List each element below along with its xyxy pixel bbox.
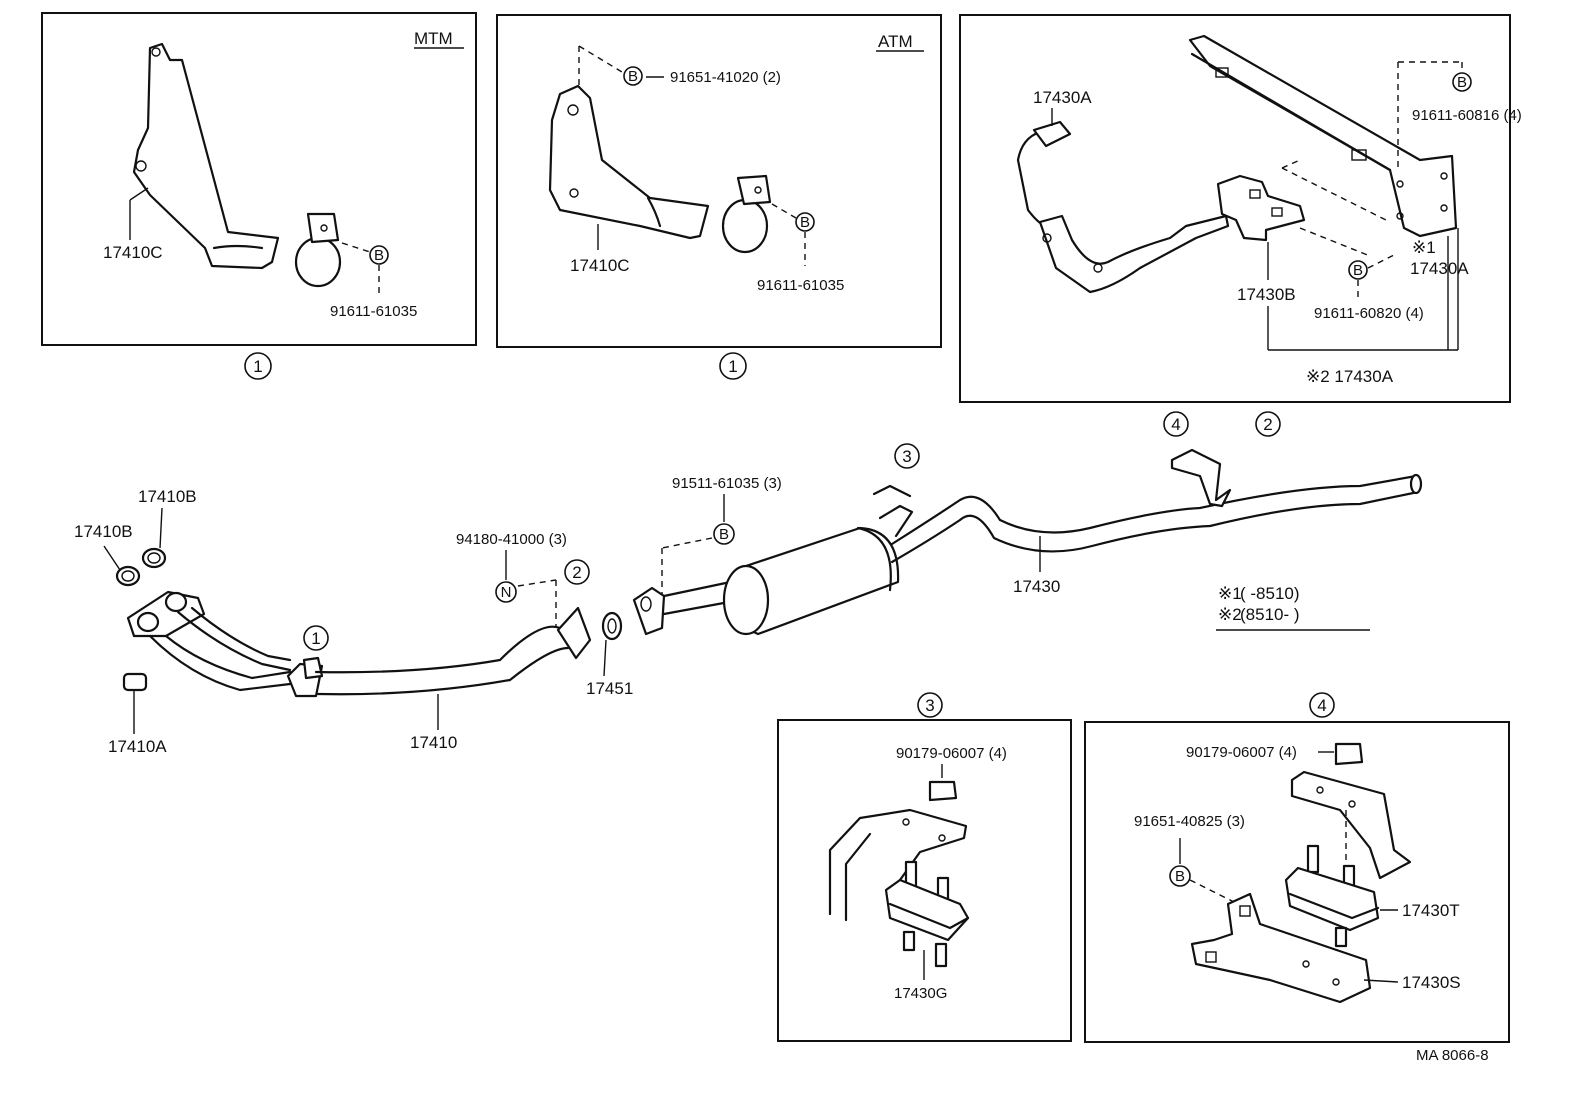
nut-label-atm: 91651-41020 (2): [670, 69, 781, 86]
frame-rail-drawing: [1188, 34, 1458, 238]
nut-label-mount4: 90179-06007 (4): [1186, 744, 1297, 761]
svg-text:3: 3: [925, 696, 934, 715]
front-pipe-label: 17410: [410, 733, 457, 752]
spring-bolt-label: 94180-41000 (3): [456, 531, 567, 548]
bolt-marker-atm: [795, 212, 815, 232]
panel-hanger-frame: [959, 14, 1511, 403]
insulator-drawing-mount3: [884, 860, 970, 968]
nut-label-mount3: 90179-06007 (4): [896, 745, 1007, 762]
panel-atm-tag: ATM: [878, 32, 913, 51]
spring-marker: [495, 581, 517, 603]
bracket-drawing-mount4: [1190, 892, 1372, 1004]
gasket-17451-label: 17451: [586, 679, 633, 698]
bottom-part-label: ※2 17430A: [1306, 367, 1394, 386]
gasket-upper-label: 17410B: [138, 487, 197, 506]
front-pipe-drawing: [126, 590, 623, 698]
hanger-drawing: [1016, 120, 1230, 294]
svg-text:1: 1: [253, 357, 262, 376]
bracket-drawing-mtm: [132, 42, 280, 270]
svg-text:N: N: [501, 584, 512, 601]
legend: ※1 ( -8510) ※2 (8510- ): [1216, 584, 1370, 631]
nut-17410A-label: 17410A: [108, 737, 167, 756]
main-assembly: 17410B 17410B 17410A 17410 17451 94180-4…: [74, 411, 1423, 756]
ref-circle-main-4: [1163, 411, 1189, 437]
legend-mark-2: ※2: [1218, 605, 1242, 624]
ref-circle-main-1: [303, 625, 329, 651]
panel-mount4-frame: [1084, 721, 1510, 1043]
svg-text:B: B: [1353, 262, 1363, 279]
panel-mtm-frame: [41, 12, 477, 346]
panel-mount3: 90179-06007 (4) 17430G: [777, 719, 1072, 1042]
ref-circle-mount4: [1309, 692, 1335, 718]
ref-circle-main-2: [564, 559, 590, 585]
center-part-label: 17430B: [1237, 285, 1296, 304]
legend-text-1: ( -8510): [1240, 584, 1300, 603]
svg-text:B: B: [719, 526, 729, 543]
bolt-label-atm: 91611-61035: [757, 277, 844, 294]
svg-text:2: 2: [572, 563, 581, 582]
bolt-91511-label: 91511-61035 (3): [672, 475, 782, 492]
ref-circle-main-3: [894, 443, 920, 469]
panel-mount4: 90179-06007 (4) 91651-40825 (3) B 17430T: [1084, 721, 1510, 1043]
hanger-part-label-top: 17430A: [1033, 88, 1092, 107]
svg-text:4: 4: [1317, 696, 1326, 715]
svg-text:3: 3: [902, 447, 911, 466]
svg-text:B: B: [800, 214, 810, 231]
panel-mtm-tag: MTM: [414, 29, 453, 48]
legend-mark-1: ※1: [1218, 584, 1242, 603]
nut-marker-atm: [623, 66, 643, 86]
bolt-label-hanger-top: 91611-60816 (4): [1412, 107, 1522, 124]
panel-atm-frame: [496, 14, 942, 348]
bolt-marker-hanger-bottom: [1348, 260, 1368, 280]
hanger-bracket-drawing: [1216, 174, 1306, 242]
bolt-91511-marker: [713, 523, 735, 545]
svg-text:1: 1: [728, 357, 737, 376]
ref-circle-main-2b: [1255, 411, 1281, 437]
bolt-marker-hanger-top: [1452, 72, 1472, 92]
diagram-code: MA 8066-8: [1416, 1047, 1489, 1064]
bracket-drawing-atm: [548, 84, 710, 240]
insulator-drawing-mount4: [1284, 844, 1380, 948]
insulator-label-mount4: 17430T: [1402, 901, 1460, 920]
mark1-label: ※1: [1412, 238, 1436, 257]
svg-text:B: B: [1175, 868, 1185, 885]
ref-circle-atm: [719, 352, 747, 380]
svg-text:B: B: [1457, 74, 1467, 91]
clamp-drawing-mtm: [294, 212, 342, 288]
ref-circle-mtm: [244, 352, 272, 380]
bolt-label-mount4: 91651-40825 (3): [1134, 813, 1245, 830]
gasket-drawings: [115, 547, 167, 692]
panel-mtm: MTM B 91611-61035 17410C: [41, 12, 477, 346]
bracket-label-atm: 17410C: [570, 256, 630, 275]
tail-pipe-label: 17430: [1013, 577, 1060, 596]
bolt-marker-mount4: [1169, 865, 1191, 887]
clamp-drawing-atm: [721, 174, 772, 254]
muffler-drawing: [632, 448, 1423, 636]
gasket-lower-label: 17410B: [74, 522, 133, 541]
legend-text-2: (8510- ): [1240, 605, 1300, 624]
svg-text:B: B: [628, 68, 638, 85]
panel-atm: ATM B 91651-41020 (2) B 91611-61035 1741…: [496, 14, 942, 348]
svg-text:1: 1: [311, 629, 320, 648]
bolt-label-mtm: 91611-61035: [330, 303, 417, 320]
panel-mount3-frame: [777, 719, 1072, 1042]
bracket-label-mount4: 17430S: [1402, 973, 1461, 992]
bolt-marker-mtm: [369, 245, 389, 265]
mark1-part-label: 17430A: [1410, 259, 1469, 278]
svg-text:2: 2: [1263, 415, 1272, 434]
bolt-label-hanger-bottom: 91611-60820 (4): [1314, 305, 1424, 322]
svg-text:4: 4: [1171, 415, 1180, 434]
panel-hanger: 17430A B 91611-60816 (4) ※1 17430A B 174…: [959, 14, 1522, 403]
insulator-label-mount3: 17430G: [894, 985, 947, 1002]
svg-text:B: B: [374, 247, 384, 264]
bracket-label-mtm: 17410C: [103, 243, 163, 262]
ref-circle-mount3: [917, 692, 943, 718]
